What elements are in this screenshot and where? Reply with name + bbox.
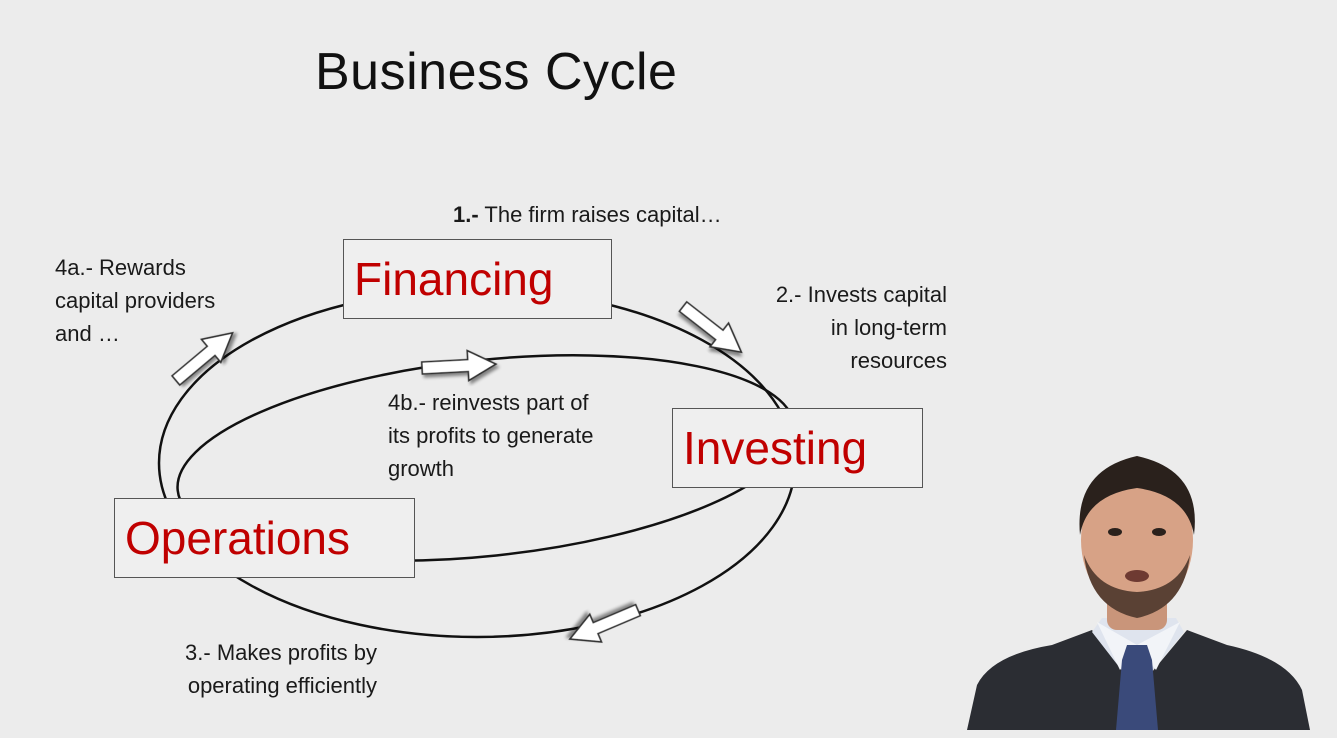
financing-box: Financing	[343, 239, 612, 319]
operations-box: Operations	[114, 498, 415, 578]
step-4a-line: and …	[55, 321, 120, 346]
step-3-line: operating efficiently	[187, 673, 377, 698]
step-1-text: The firm raises capital…	[478, 202, 722, 227]
step-2-line: resources	[850, 348, 947, 373]
step-4b-line: 4b.- reinvests part of	[388, 390, 589, 415]
step-4b-line: its profits to generate	[388, 423, 594, 448]
presenter-suit	[967, 630, 1310, 730]
investing-box: Investing	[672, 408, 923, 488]
step-2-line: in long-term	[830, 315, 947, 340]
slide-title: Business Cycle	[315, 43, 678, 101]
investing-label: Investing	[683, 422, 868, 474]
step-4a-note: 4a.- Rewards capital providers and …	[55, 251, 215, 350]
step-1-note: 1.- The firm raises capital…	[453, 198, 722, 231]
step-2-line: 2.- Invests capital	[775, 282, 947, 307]
step-1-number: 1.-	[453, 202, 479, 227]
step-3-line: 3.- Makes profits by	[185, 640, 377, 665]
step-3-note: 3.- Makes profits by operating efficient…	[185, 636, 377, 702]
presenter-head	[1081, 468, 1193, 612]
step-4b-line: growth	[388, 456, 455, 481]
arrow-financing-to-investing	[673, 293, 752, 365]
step-2-note: 2.- Invests capital in long-term resourc…	[776, 278, 947, 377]
step-4b-note: 4b.- reinvests part of its profits to ge…	[388, 386, 593, 485]
step-4a-line: 4a.- Rewards	[55, 255, 186, 280]
arrow-investing-to-operations	[563, 595, 645, 654]
arrow-reinvest	[420, 348, 498, 384]
financing-label: Financing	[354, 253, 554, 305]
presenter-video	[967, 456, 1310, 730]
operations-label: Operations	[125, 512, 351, 564]
step-4a-line: capital providers	[55, 288, 216, 313]
presenter-tie	[1116, 645, 1158, 730]
